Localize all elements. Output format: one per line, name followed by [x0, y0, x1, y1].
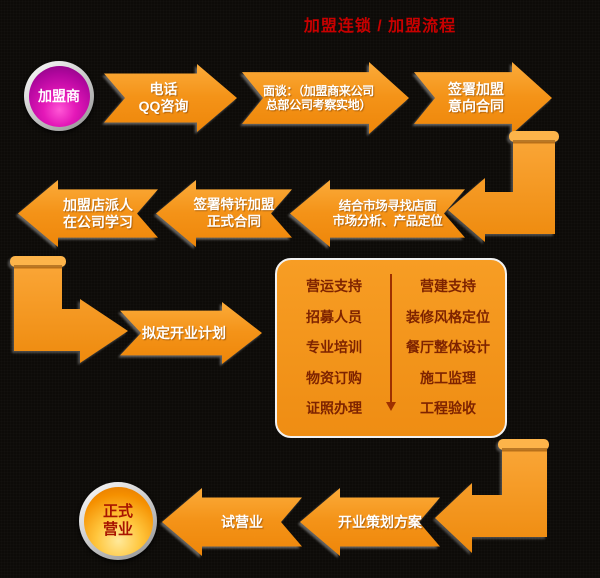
step-intent-arrow: 签署加盟 意向合同	[414, 62, 552, 134]
step-training-arrow: 加盟店派人 在公司学习	[18, 180, 158, 247]
connector-down-left-icon	[448, 131, 559, 242]
support-item: 营运支持	[306, 278, 362, 294]
step-consult-line2: QQ咨询	[138, 98, 189, 114]
step-training-line2: 在公司学习	[63, 213, 133, 230]
end-node-line1: 正式	[102, 503, 133, 520]
step-interview-line2: 总部公司考察实地）	[265, 98, 372, 112]
support-right-column: 营建支持 装修风格定位 餐厅整体设计 施工监理 工程验收	[391, 260, 505, 436]
step-trial-arrow: 试营业	[162, 488, 302, 556]
step-market-line2: 市场分析、产品定位	[332, 213, 443, 228]
step-contract-arrow: 签署特许加盟 正式合同	[156, 180, 292, 247]
step-interview-line1: 面谈：（加盟商来公司	[262, 83, 374, 98]
step-strategy-arrow: 开业策划方案	[300, 488, 440, 556]
connector-down-right-icon	[10, 256, 128, 363]
step-strategy-label: 开业策划方案	[338, 513, 422, 530]
support-item: 专业培训	[306, 339, 362, 355]
step-training-line1: 加盟店派人	[63, 196, 133, 213]
start-node-label: 加盟商	[28, 65, 90, 127]
start-node-circle: 加盟商	[24, 61, 94, 131]
connector-down-left-icon	[435, 439, 549, 553]
step-trial-label: 试营业	[221, 513, 263, 530]
support-item: 证照办理	[306, 400, 362, 416]
support-item: 物资订购	[306, 369, 362, 386]
support-item: 施工监理	[420, 369, 476, 386]
support-services-box: 营运支持 招募人员 专业培训 物资订购 证照办理 营建支持 装修风格定位 餐厅整…	[275, 258, 507, 438]
down-arrow-divider-icon	[386, 274, 396, 411]
support-item: 工程验收	[420, 400, 476, 416]
step-consult-arrow: 电话 QQ咨询	[104, 64, 237, 132]
step-market-line1: 结合市场寻找店面	[338, 198, 437, 213]
step-plan-arrow: 拟定开业计划	[120, 302, 262, 364]
step-contract-line2: 正式合同	[207, 213, 261, 229]
support-left-column: 营运支持 招募人员 专业培训 物资订购 证照办理	[277, 260, 391, 436]
support-item: 装修风格定位	[406, 308, 490, 325]
step-market-arrow: 结合市场寻找店面 市场分析、产品定位	[290, 180, 465, 247]
step-intent-line2: 意向合同	[448, 98, 504, 114]
step-consult-line1: 电话	[149, 81, 178, 98]
support-item: 餐厅整体设计	[406, 339, 490, 355]
step-plan-label: 拟定开业计划	[142, 324, 226, 341]
end-node-line2: 营业	[102, 521, 133, 538]
step-intent-line1: 签署加盟	[448, 81, 504, 98]
step-interview-arrow: 面谈：（加盟商来公司 总部公司考察实地）	[242, 62, 409, 134]
step-contract-line1: 签署特许加盟	[193, 197, 275, 213]
support-item: 招募人员	[306, 308, 362, 325]
support-item: 营建支持	[420, 278, 476, 294]
end-node-circle: 正式 营业	[79, 482, 157, 560]
page-title: 加盟连锁 / 加盟流程	[303, 18, 457, 35]
